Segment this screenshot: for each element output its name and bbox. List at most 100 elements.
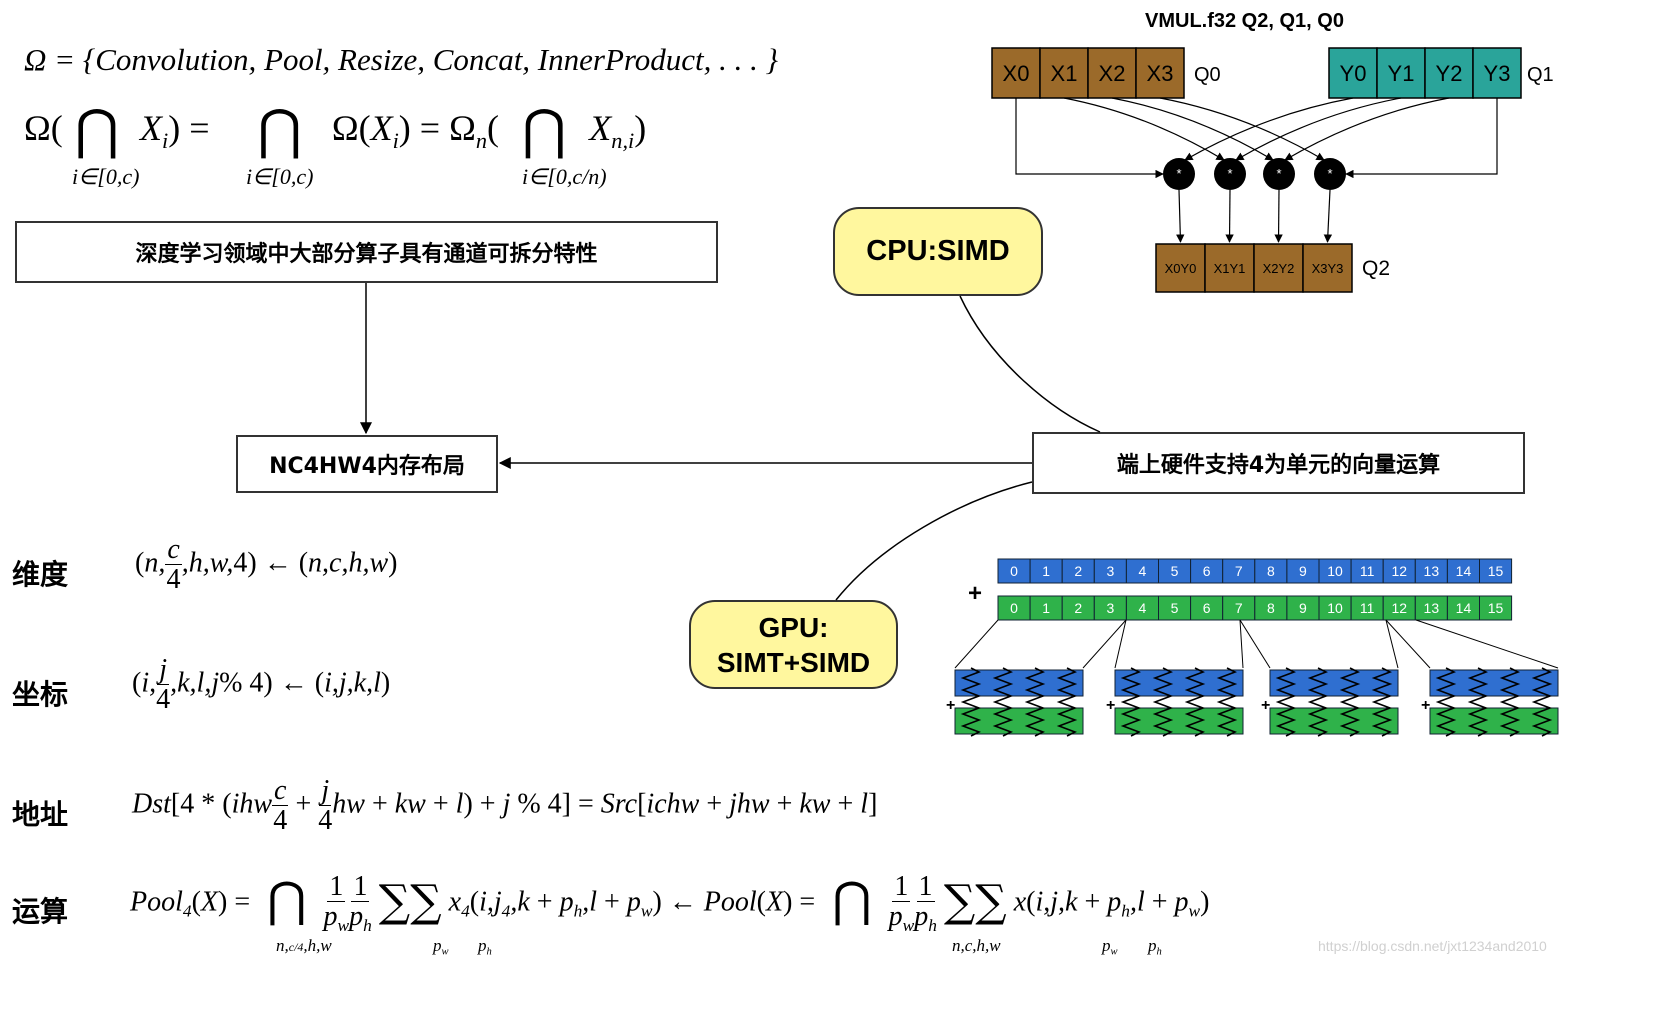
green-vector-cell-label: 5 [1171, 600, 1179, 616]
blue-vector-cell-label: 12 [1391, 563, 1407, 579]
multiply-op [1263, 158, 1295, 190]
nc4hw4-box: NC4HW4内存布局 [236, 435, 498, 493]
fan-line [1239, 619, 1244, 669]
green-vector-cell [1382, 595, 1416, 621]
q0-cell-label: X1 [1051, 61, 1078, 86]
operator-set-definition: Ω = {Convolution, Pool, Resize, Concat, … [24, 42, 779, 77]
q2-cell-label: X1Y1 [1214, 261, 1246, 276]
gpu-node: GPU: SIMT+SIMD [689, 600, 898, 689]
q2-cell-label: X3Y3 [1312, 261, 1344, 276]
simt-thread [1467, 667, 1489, 737]
q1-cell [1472, 47, 1522, 99]
blue-vector-cell-label: 3 [1106, 563, 1114, 579]
q0-link [1015, 98, 1164, 179]
blue-vector-cell-label: 15 [1488, 563, 1504, 579]
q2-label: Q2 [1362, 257, 1390, 280]
simt-thread [992, 667, 1014, 737]
multiply-op [1214, 158, 1246, 190]
blue-vector-cell [1158, 558, 1192, 584]
simt-thread [1024, 667, 1046, 737]
q2-cell [1253, 243, 1304, 293]
blue-vector-cell [1061, 558, 1095, 584]
q2-cell [1204, 243, 1255, 293]
channel-split-box: 深度学习领域中大部分算子具有通道可拆分特性 [15, 221, 718, 283]
row-label-operation: 运算 [12, 895, 69, 928]
q2-cell-label: X2Y2 [1263, 261, 1295, 276]
rhs-range: i∈[0,c/n) [522, 164, 607, 189]
lane-plus: + [1261, 697, 1270, 714]
channel-split-label: 深度学习领域中大部分算子具有通道可拆分特性 [135, 242, 598, 267]
q0-label: Q0 [1194, 64, 1221, 86]
green-vector-cell-label: 13 [1424, 600, 1440, 616]
green-vector-cell [1286, 595, 1320, 621]
blue-vector-cell-label: 7 [1235, 563, 1243, 579]
q0-cell-label: X2 [1099, 61, 1126, 86]
multiply-op-symbol: * [1176, 166, 1181, 181]
fan-line [1239, 619, 1271, 669]
blue-vector-cell-label: 11 [1360, 563, 1375, 579]
lane-plus: + [946, 697, 955, 714]
blue-vector-cell [1318, 558, 1352, 584]
blue-vector-cell [1125, 558, 1160, 584]
green-vector-cell-label: 2 [1074, 600, 1082, 616]
green-vector-cell [1158, 595, 1192, 621]
green-vector-cell [1446, 595, 1481, 621]
q1-cell-label: Y0 [1340, 61, 1367, 86]
simt-thread [1307, 667, 1329, 737]
q2-cell-label: X0Y0 [1165, 261, 1197, 276]
simt-thread [1056, 667, 1078, 737]
multiply-op-symbol: * [1276, 166, 1281, 181]
mid-range: i∈[0,c) [246, 164, 314, 189]
blue-vector-cell [1222, 558, 1256, 584]
green-vector-cell-label: 4 [1139, 600, 1147, 616]
q0-cell-label: X0 [1003, 61, 1030, 86]
result-link [1176, 189, 1185, 243]
multiply-op [1163, 158, 1195, 190]
fan-line [1114, 619, 1127, 669]
q0-link [1063, 97, 1225, 161]
q1-label: Q1 [1527, 64, 1554, 86]
blue-vector-cell [1446, 558, 1481, 584]
green-vector-cell-label: 12 [1391, 600, 1407, 616]
row-label-dimension: 维度 [12, 558, 69, 591]
hw-vector-box: 端上硬件支持4为单元的向量运算 [1032, 432, 1525, 494]
q0-cell-label: X3 [1147, 61, 1174, 86]
fan-line [954, 619, 999, 669]
q1-cell [1328, 47, 1378, 99]
green-vector-cell [1254, 595, 1288, 621]
green-vector-cell [1190, 595, 1224, 621]
q0-cell [1039, 47, 1089, 99]
q0-link [1111, 97, 1274, 161]
blue-vector-cell [1479, 558, 1513, 584]
lane-plus: + [1421, 697, 1430, 714]
simt-thread [1216, 667, 1238, 737]
green-vector-cell-label: 15 [1488, 600, 1504, 616]
multiply-op [1314, 158, 1346, 190]
simt-thread [1499, 667, 1521, 737]
blue-vector-cell-label: 0 [1010, 563, 1018, 579]
q1-link [1184, 97, 1354, 161]
green-vector-cell [1061, 595, 1095, 621]
gpu-label-line1: GPU: [758, 611, 829, 643]
blue-vector-cell-label: 4 [1139, 563, 1147, 579]
simt-thread [1435, 667, 1457, 737]
row-label-address: 地址 [12, 798, 69, 831]
simt-thread [1184, 667, 1206, 737]
lhs-range: i∈[0,c) [72, 164, 140, 189]
gpu-label-line2: SIMT+SIMD [716, 646, 871, 678]
blue-vector-cell [997, 558, 1031, 584]
fan-line [1082, 619, 1127, 669]
green-vector-cell-label: 9 [1299, 600, 1307, 616]
vector-plus: + [968, 580, 982, 607]
fan-line [1385, 619, 1431, 669]
result-link [1274, 189, 1283, 243]
fan-line [1385, 619, 1399, 669]
green-vector-cell-label: 1 [1042, 600, 1050, 616]
green-vector-cell-label: 8 [1267, 600, 1275, 616]
green-vector-cell-label: 6 [1203, 600, 1211, 616]
simt-thread [1531, 667, 1553, 737]
q1-cell-label: Y3 [1484, 61, 1511, 86]
